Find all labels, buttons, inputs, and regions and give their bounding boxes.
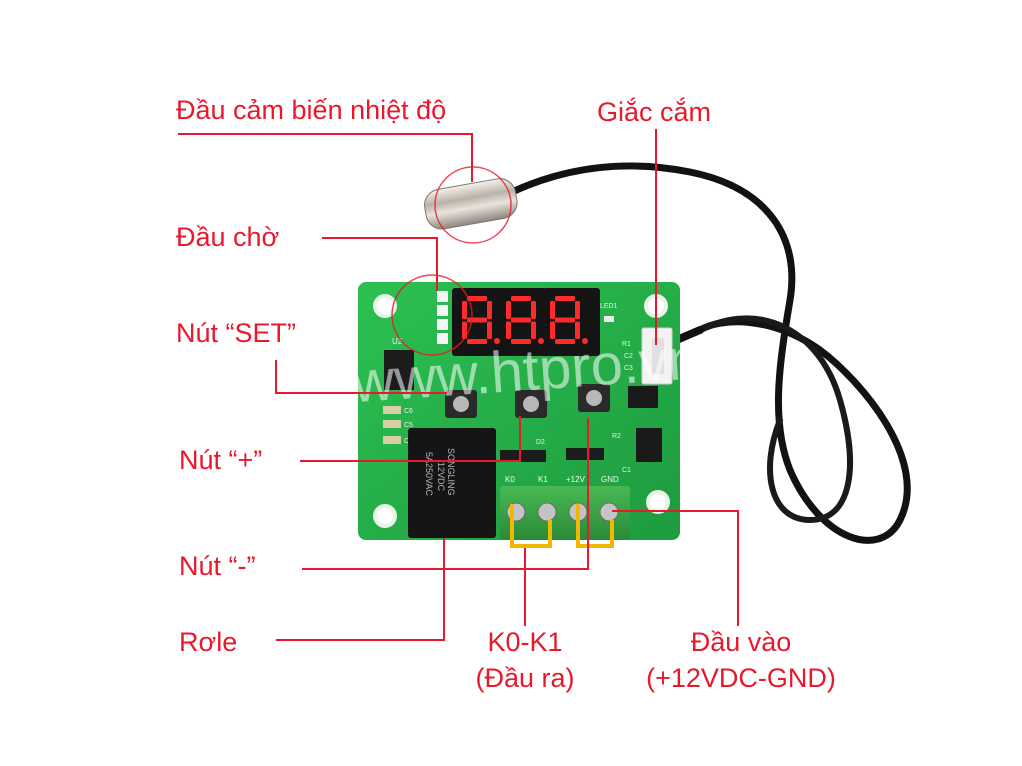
- mount-hole: [373, 504, 397, 528]
- regulator: [636, 428, 662, 462]
- component-label: D2: [536, 439, 545, 446]
- standby-highlight-circle: [391, 274, 473, 356]
- leader-input: [612, 510, 739, 626]
- display-segment: [487, 321, 492, 339]
- label-minus-button: Nút “-”: [179, 551, 256, 581]
- output-jumper: [510, 504, 552, 548]
- label-standby-pins: Đầu chờ: [176, 222, 280, 252]
- display-segment: [531, 301, 536, 319]
- display-decimal-point: [494, 338, 500, 344]
- display-segment: [467, 339, 487, 344]
- mount-hole: [373, 294, 397, 318]
- component-label: C2: [624, 353, 633, 360]
- label-output-sub: (Đầu ra): [475, 663, 575, 693]
- seven-segment-display: [452, 288, 600, 356]
- display-segment: [531, 321, 536, 339]
- display-segment: [511, 317, 531, 323]
- component-label: C3: [624, 365, 633, 372]
- label-output-title: K0-K1: [487, 627, 563, 657]
- relay-text: 12VDC: [436, 462, 446, 492]
- tact-switch: [445, 390, 477, 418]
- leader-sensor-probe: [178, 133, 473, 182]
- display-segment: [555, 296, 575, 301]
- relay-text: 5A250VAC: [424, 452, 434, 496]
- display-segment: [462, 301, 467, 319]
- leader-set: [275, 360, 447, 394]
- label-sensor-probe: Đầu cảm biến nhiệt độ: [176, 95, 447, 125]
- component-label: R2: [612, 433, 621, 440]
- display-decimal-point: [582, 338, 588, 344]
- tact-switch: [515, 390, 547, 418]
- label-socket: Giắc cắm: [597, 97, 712, 127]
- display-segment: [550, 301, 555, 319]
- terminal-label: K0: [505, 475, 515, 484]
- chip-u2: [384, 350, 414, 390]
- sensor-socket: [641, 327, 673, 385]
- terminal-label: K1: [538, 475, 548, 484]
- tact-switch: [578, 384, 610, 412]
- display-decimal-point: [538, 338, 544, 344]
- terminal-label: GND: [601, 475, 619, 484]
- leader-standby: [322, 237, 438, 291]
- led-label: LED1: [600, 303, 618, 310]
- display-segment: [575, 301, 580, 319]
- display-segment: [550, 321, 555, 339]
- relay-text: SONGLING: [446, 448, 456, 496]
- diode: [500, 450, 546, 462]
- regulator: [628, 386, 658, 408]
- display-segment: [511, 296, 531, 301]
- capacitor-label: C5: [404, 422, 413, 429]
- label-input-sub: (+12VDC-GND): [646, 663, 836, 693]
- relay: SONGLING 12VDC 5A250VAC: [408, 428, 496, 538]
- temperature-probe: [424, 178, 518, 230]
- label-relay: Rơle: [179, 627, 238, 657]
- display-segment: [506, 301, 511, 319]
- display-segment: [555, 317, 575, 323]
- leader-relay: [276, 538, 445, 641]
- capacitor-label: C6: [404, 408, 413, 415]
- diode: [566, 448, 604, 460]
- standby-pin-header: [437, 291, 448, 344]
- terminal-label: +12V: [566, 475, 586, 484]
- component-label: R1: [622, 341, 631, 348]
- display-segment: [506, 321, 511, 339]
- sensor-cable: [508, 162, 911, 544]
- component-label: C1: [622, 467, 631, 474]
- label-set-button: Nút “SET”: [176, 318, 297, 348]
- leader-minus: [302, 418, 589, 570]
- label-plus-button: Nút “+”: [179, 445, 263, 475]
- display-segment: [467, 296, 487, 301]
- mount-hole: [646, 490, 670, 514]
- chip-label: U2: [392, 337, 403, 346]
- sensor-cable-loop: [697, 315, 853, 524]
- smd-led: [604, 316, 614, 322]
- display-segment: [555, 339, 575, 344]
- label-input-title: Đầu vào: [690, 627, 792, 657]
- pcb-board: LED1 U2 C6: [358, 282, 680, 548]
- leader-lines: [178, 129, 739, 641]
- display-segment: [462, 321, 467, 339]
- display-segment: [575, 321, 580, 339]
- display-segment: [467, 317, 487, 323]
- capacitor-column: [383, 406, 401, 444]
- display-segment: [487, 301, 492, 319]
- input-jumper: [576, 504, 614, 548]
- display-segment: [511, 339, 531, 344]
- leader-plus: [300, 416, 521, 462]
